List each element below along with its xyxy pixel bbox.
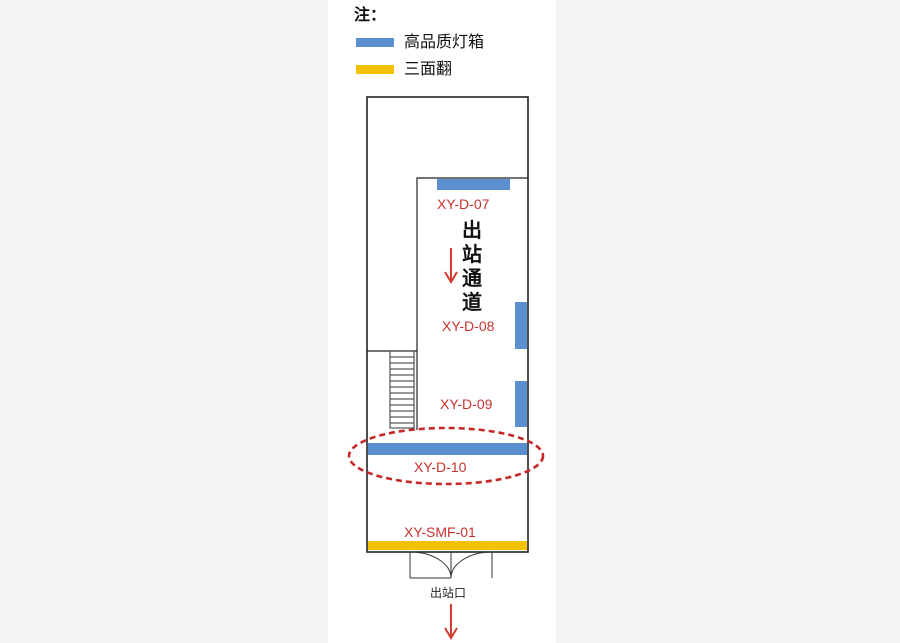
ad-label-xy-d-07: XY-D-07 <box>437 196 490 212</box>
ad-panel-xy-d-07 <box>437 179 510 190</box>
exit-arrow-icon <box>444 604 458 640</box>
highlight-ellipse <box>347 426 545 486</box>
exit-door-icon <box>409 551 493 579</box>
inner-wall <box>416 177 528 430</box>
legend-item-flip-board: 三面翻 <box>356 58 452 80</box>
ad-label-xy-d-10: XY-D-10 <box>414 459 467 475</box>
legend-item-lightbox: 高品质灯箱 <box>356 31 484 53</box>
ad-panel-xy-smf-01 <box>368 541 527 550</box>
staircase-icon <box>389 350 415 429</box>
flip-board-swatch <box>356 64 394 74</box>
exit-label: 出站口 <box>430 586 467 600</box>
ad-panel-xy-d-08 <box>515 302 527 349</box>
legend-label-lightbox: 高品质灯箱 <box>404 32 485 51</box>
legend-title: 注： <box>354 5 387 24</box>
legend-label-flip-board: 三面翻 <box>404 59 453 78</box>
ad-label-xy-d-08: XY-D-08 <box>442 318 495 334</box>
ad-label-xy-smf-01: XY-SMF-01 <box>404 524 476 540</box>
lightbox-swatch <box>356 37 394 47</box>
down-arrow-icon <box>444 248 458 284</box>
outer-wall <box>366 96 529 553</box>
ad-panel-xy-d-10 <box>368 443 527 455</box>
ad-label-xy-d-09: XY-D-09 <box>440 396 493 412</box>
ad-panel-xy-d-09 <box>515 381 527 427</box>
passage-label: 出站通道 <box>462 218 482 314</box>
